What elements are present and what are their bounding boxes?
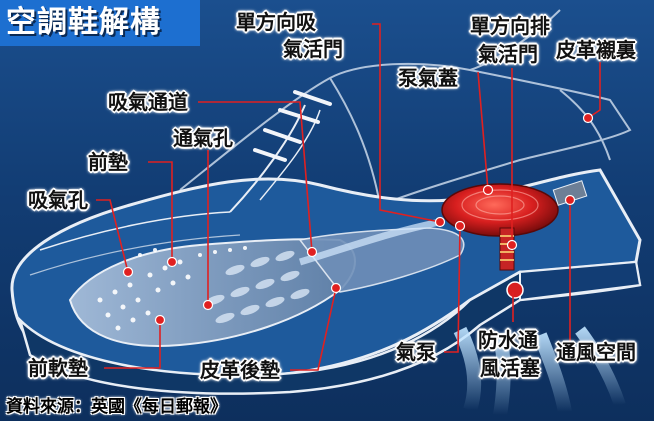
label-leather-heel-pad: 皮革後墊 (200, 358, 280, 382)
label-one-way-intake-line1: 單方向吸 (236, 10, 316, 34)
diagram-title: 空調鞋解構 (6, 5, 161, 40)
label-front-pad: 前墊 (88, 150, 128, 174)
label-vent-space: 通風空間 (556, 340, 636, 364)
label-leather-lining: 皮革襯裏 (556, 38, 636, 62)
air-outflow-arrows (453, 326, 626, 417)
label-one-way-exhaust-line2: 氣活門 (478, 42, 538, 66)
label-air-pump: 氣泵 (396, 340, 436, 364)
leader-lines (96, 23, 601, 371)
intake-channel-tube (298, 218, 441, 266)
label-one-way-exhaust-line1: 單方向排 (470, 14, 550, 38)
label-one-way-intake-line2: 氣活門 (283, 37, 343, 61)
label-intake-holes: 吸氣孔 (28, 188, 88, 212)
vent-holes-pattern (97, 246, 247, 331)
label-waterproof-valve-line2: 風活塞 (480, 356, 540, 380)
label-pump-cover: 泵氣蓋 (398, 66, 458, 90)
label-vent-holes: 通氣孔 (173, 126, 233, 150)
label-intake-channel: 吸氣通道 (108, 90, 188, 114)
source-caption: 資料來源：英國《每日郵報》 (6, 397, 227, 417)
shoe-body (10, 90, 642, 395)
air-pump-graphic (441, 180, 588, 299)
label-waterproof-valve-line1: 防水通 (478, 328, 538, 352)
label-front-soft-pad: 前軟墊 (28, 356, 88, 380)
title-bar: 空調鞋解構 (0, 0, 200, 46)
leader-dots (122, 112, 594, 326)
